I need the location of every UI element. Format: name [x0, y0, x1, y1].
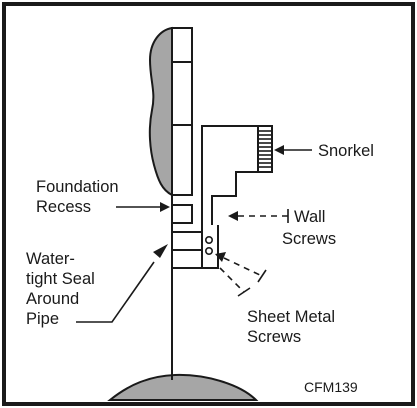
label-wall: Wall — [294, 208, 325, 226]
snorkel-duct — [201, 125, 258, 225]
snorkel-bracket — [201, 225, 219, 269]
seal-arrowhead — [153, 244, 168, 258]
wall-panel — [171, 27, 193, 196]
label-pipe: Pipe — [26, 310, 59, 328]
snorkel-grille — [257, 125, 273, 173]
label-wall-screws: Screws — [282, 230, 336, 248]
label-around: Around — [26, 290, 79, 308]
bracket-screw — [205, 247, 214, 256]
label-sheet-metal-screws: Screws — [247, 328, 301, 346]
sheet-metal-screw-leader — [219, 267, 245, 293]
foundation-wall — [148, 26, 173, 197]
label-sheet-metal: Sheet Metal — [247, 308, 335, 326]
bracket-screw — [205, 236, 214, 245]
sheet-metal-screw-leader — [223, 257, 263, 277]
label-tight-seal: tight Seal — [26, 270, 95, 288]
foundation-recess-arrowhead — [160, 202, 170, 212]
sheet-metal-screw-end-tick — [237, 287, 251, 297]
seal-leader — [76, 261, 155, 323]
pipe-collar — [171, 204, 193, 224]
label-snorkel: Snorkel — [318, 142, 374, 160]
figure-code: CFM139 — [304, 379, 358, 395]
sheet-metal-screw-arrowhead — [215, 252, 226, 262]
sheet-metal-screw-end-tick — [257, 269, 267, 283]
wall-screws-arrowhead — [228, 211, 238, 221]
label-recess: Recess — [36, 198, 91, 216]
snorkel-grille-lines — [258, 130, 272, 168]
ground-mound — [107, 373, 259, 401]
label-foundation: Foundation — [36, 178, 119, 196]
label-water: Water- — [26, 250, 75, 268]
snorkel-arrowhead — [274, 145, 284, 155]
